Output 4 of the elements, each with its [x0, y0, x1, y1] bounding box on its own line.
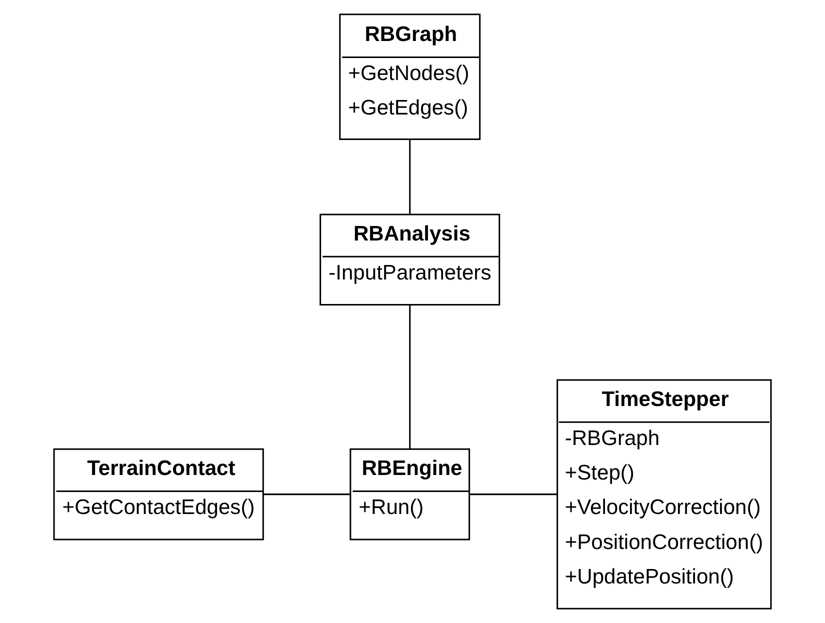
connector — [409, 140, 411, 214]
connector — [264, 494, 350, 496]
connector — [409, 305, 411, 449]
connector — [469, 494, 558, 496]
